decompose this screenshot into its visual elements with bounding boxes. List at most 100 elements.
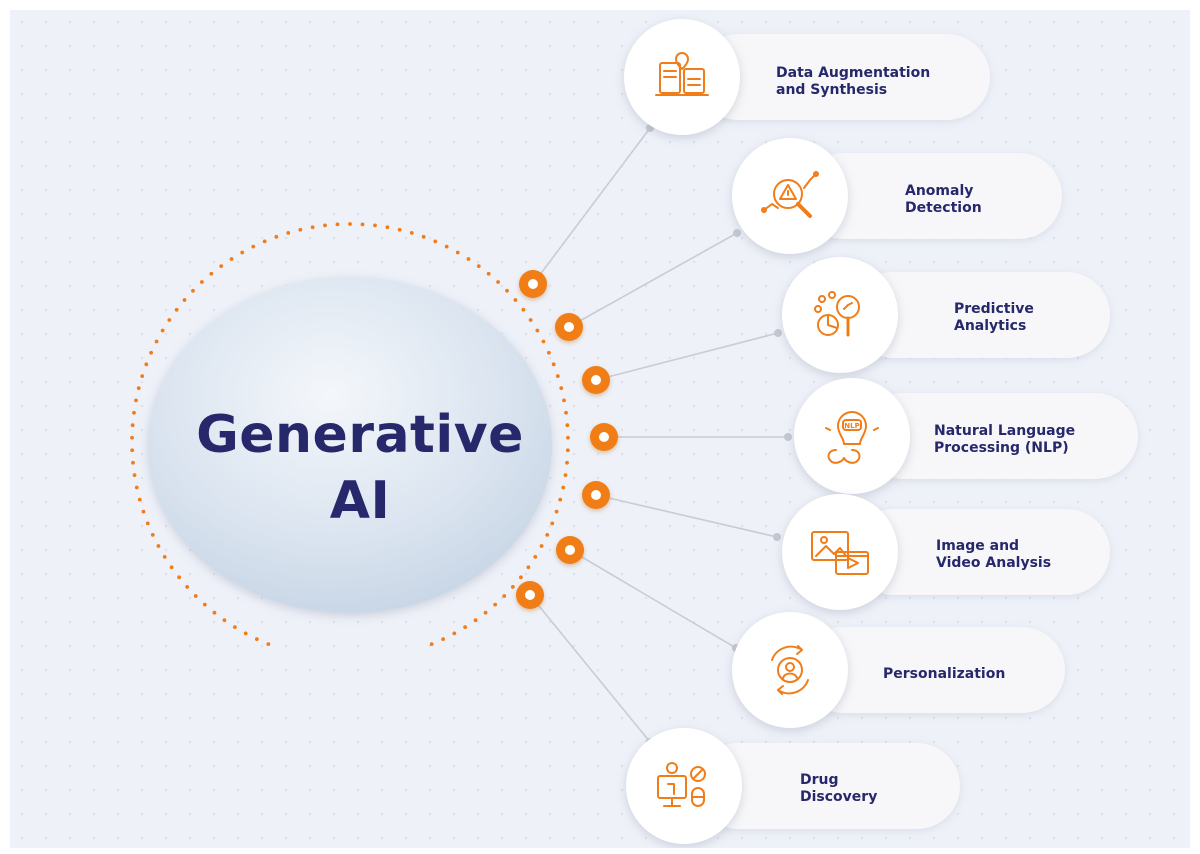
arc-dot [550, 521, 555, 526]
item-4-node-center [599, 432, 609, 442]
item-6-node-center [565, 545, 575, 555]
arc-dot [286, 231, 291, 235]
data-augmentation-icon [655, 52, 709, 96]
arc-dot [240, 250, 245, 255]
item-3-label-line-2: Analytics [954, 318, 1027, 334]
item-2-icon-circle [732, 138, 848, 254]
item-1-connector [532, 127, 651, 285]
arc-dot [545, 532, 550, 537]
arc-dot [555, 374, 560, 379]
arc-dot [421, 234, 426, 239]
item-5-label-line-2: Video Analysis [936, 555, 1052, 571]
arc-dot [444, 244, 449, 249]
item-4-connector-joint [784, 433, 792, 441]
item-7-label-line-2: Discovery [800, 789, 878, 805]
arc-dot [130, 435, 134, 440]
arc-dot [131, 460, 135, 465]
arc-dot [243, 631, 248, 636]
item-7-pill [695, 743, 960, 829]
arc-dot [441, 637, 446, 642]
arc-dot [134, 398, 138, 403]
arc-dot [565, 460, 569, 465]
arc-dot [310, 225, 315, 230]
item-6-label: Personalization [883, 666, 1005, 683]
item-2-pill [800, 153, 1062, 239]
item-7-node-center [525, 590, 535, 600]
item-4-label-line-1: Natural Language [934, 423, 1076, 439]
arc-dot [182, 298, 187, 302]
arc-dot [137, 497, 142, 502]
item-7-connector [529, 594, 651, 743]
arc-dot [149, 350, 154, 355]
item-5-node-center [591, 490, 601, 500]
arc-dot [519, 575, 523, 580]
arc-dot [521, 307, 526, 312]
anomaly-detection-icon [761, 171, 819, 218]
personalization-icon [771, 645, 809, 695]
arc-dot [476, 264, 481, 269]
arc-dot [551, 362, 556, 367]
nlp-brain-icon: NLP [825, 411, 879, 464]
center-circle [148, 277, 552, 613]
item-3-node-center [591, 375, 601, 385]
arc-dot [463, 625, 468, 630]
arc-dot [385, 225, 390, 230]
item-2-node-center [564, 322, 574, 332]
item-1-pill [695, 34, 990, 120]
arc-dot [564, 410, 568, 415]
arc-dot [136, 386, 141, 391]
arc-dot [541, 339, 546, 344]
arc-dot [174, 307, 179, 312]
arc-dot [251, 244, 256, 249]
predictive-analytics-icon [814, 291, 860, 337]
item-5-connector [595, 494, 778, 538]
arc-dot [486, 271, 491, 276]
arc-dot [502, 594, 507, 598]
arc-dot [473, 618, 478, 623]
arc-dot [193, 594, 198, 598]
arc-dot [154, 339, 159, 344]
arc-dot [177, 575, 181, 580]
arc-dot [493, 602, 498, 607]
arc-dot [167, 318, 172, 322]
item-3-connector-joint [774, 329, 782, 337]
item-4-pill [860, 393, 1138, 479]
arc-dot [466, 257, 471, 261]
arc-dot [348, 222, 352, 226]
item-2-label-line-2: Detection [905, 200, 982, 216]
arc-dot [505, 288, 509, 293]
arc-dot [140, 374, 145, 379]
center-title: Generative AI [160, 402, 560, 534]
item-2-connector [568, 232, 738, 328]
arc-dot [546, 350, 551, 355]
arc-dot [132, 410, 136, 415]
arc-dot [191, 288, 195, 293]
dotted-arc [130, 222, 570, 647]
arc-dot [565, 448, 570, 453]
arc-dot [483, 610, 488, 615]
arc-dot [232, 625, 237, 630]
arc-dot [134, 485, 139, 490]
arc-dot [513, 298, 518, 302]
arc-dot [144, 362, 149, 367]
arc-dot [150, 532, 155, 537]
arc-dot [566, 435, 570, 440]
item-3-label-line-1: Predictive [954, 301, 1034, 317]
item-4-label-line-2: Processing (NLP) [934, 440, 1069, 456]
arc-dot [254, 637, 259, 642]
arc-dot [162, 554, 167, 559]
arc-dot [202, 602, 207, 607]
arc-dot [160, 328, 165, 333]
item-3-pill [850, 272, 1110, 358]
arc-dot [360, 222, 365, 227]
item-7-icon-circle [626, 728, 742, 844]
arc-dot [558, 497, 563, 502]
arc-dot [130, 423, 135, 428]
arc-dot [323, 223, 327, 228]
arc-dot [409, 231, 414, 235]
arc-dot [562, 398, 566, 403]
center-title-line1: Generative [196, 405, 524, 465]
